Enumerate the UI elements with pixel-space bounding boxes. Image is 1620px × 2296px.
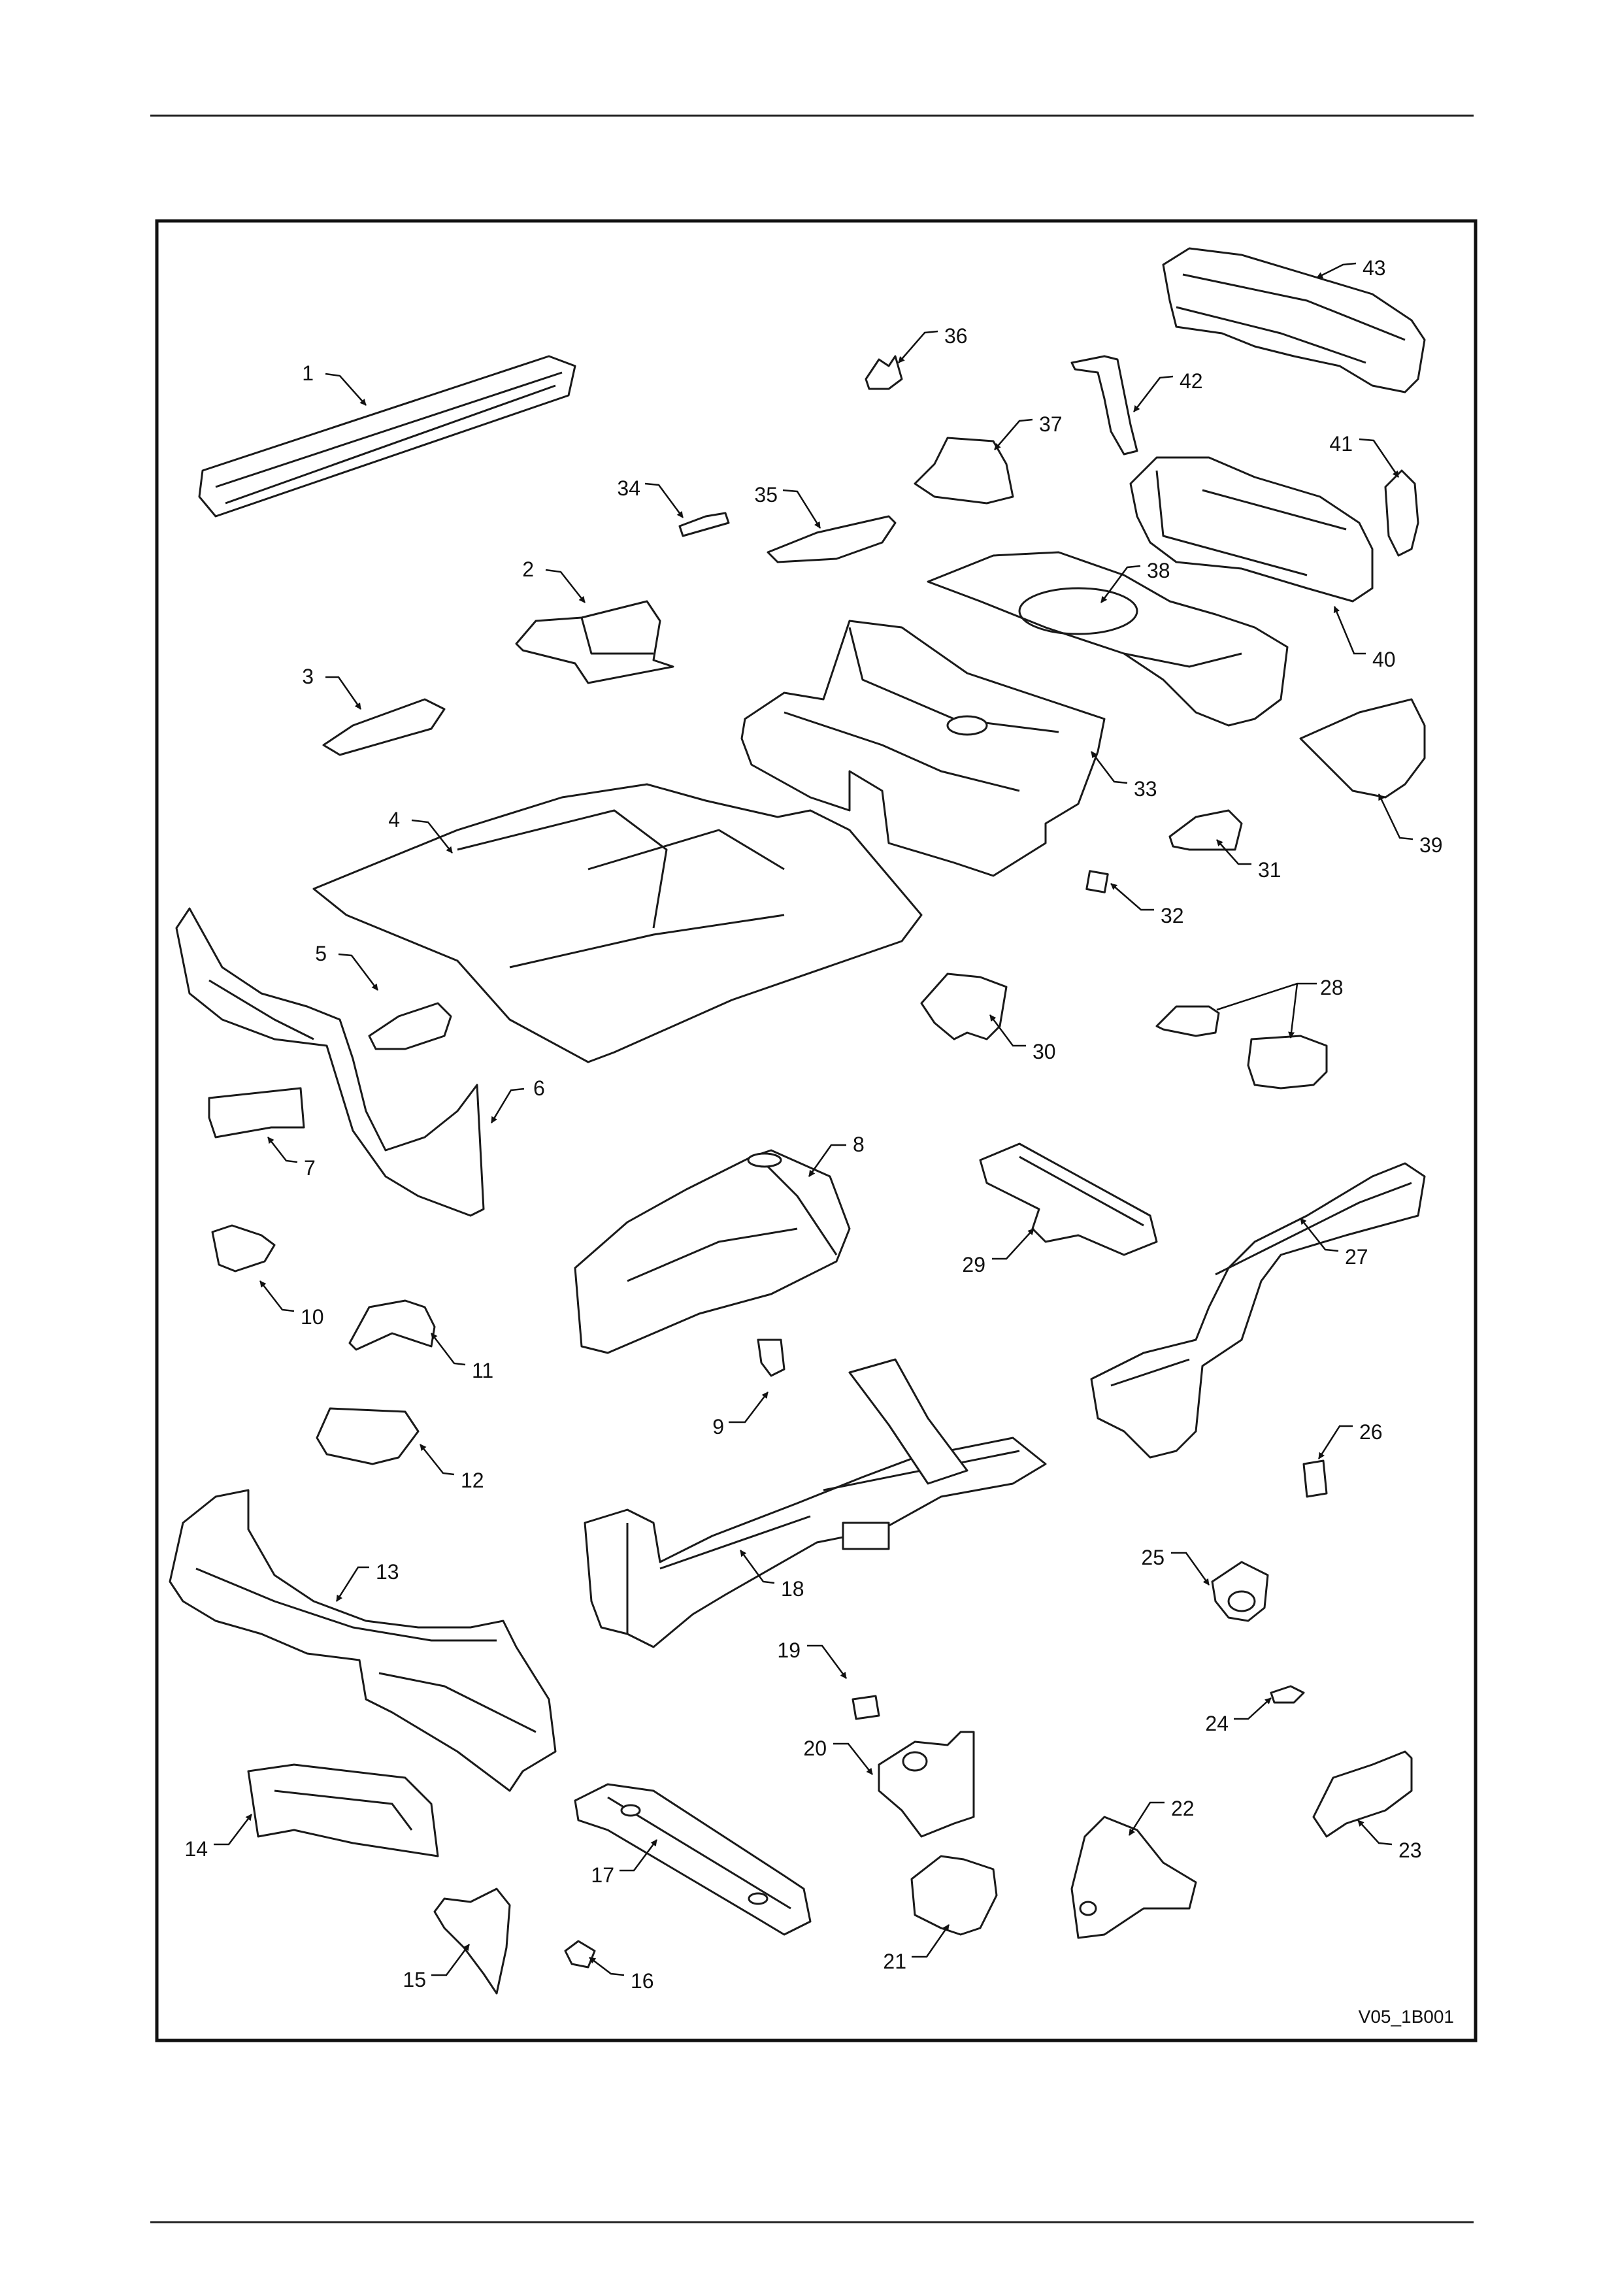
part-number-label: 27 [1345,1245,1368,1269]
part-number-label: 13 [376,1560,399,1584]
part-number-label: 35 [754,483,778,507]
part-number-label: 1 [302,361,314,385]
part-number-label: 14 [184,1837,208,1861]
part-26-shape [1304,1461,1327,1497]
part-number-label: 12 [461,1469,484,1492]
part-number-label: 32 [1161,904,1184,927]
part-number-label: 38 [1147,559,1170,582]
part-number-label: 31 [1258,858,1281,882]
part-number-label: 8 [853,1133,865,1156]
part-number-label: 28 [1320,976,1344,999]
part-number-label: 19 [777,1639,801,1662]
part-number-label: 18 [781,1577,804,1601]
part-number-label: 3 [302,665,314,688]
part-number-label: 17 [591,1863,614,1887]
part-number-label: 42 [1180,369,1203,393]
part-number-label: 5 [315,942,327,965]
part-number-label: 15 [403,1968,426,1991]
part-number-label: 11 [472,1359,493,1382]
part-number-label: 21 [883,1950,906,1973]
part-number-label: 41 [1329,432,1353,456]
part-number-label: 39 [1419,833,1443,857]
part-number-label: 22 [1171,1797,1195,1820]
part-number-label: 29 [962,1253,985,1276]
part-number-label: 4 [388,808,400,831]
part-number-label: 43 [1363,256,1386,280]
part-32-shape [1087,871,1108,892]
part-number-label: 6 [533,1076,545,1100]
part-number-label: 40 [1372,648,1396,671]
part-number-label: 34 [617,476,640,500]
part-number-label: 16 [631,1969,654,1993]
part-number-label: 24 [1205,1712,1229,1735]
part-number-label: 10 [301,1305,324,1329]
part-number-label: 9 [712,1415,724,1439]
part-number-label: 33 [1134,777,1157,801]
part-number-label: 7 [304,1156,316,1180]
diagram-reference-code: V05_1B001 [1359,2006,1454,2027]
part-number-label: 25 [1141,1546,1165,1569]
part-number-label: 37 [1039,412,1063,436]
part-number-label: 36 [944,324,968,348]
part-number-label: 2 [522,557,534,581]
part-number-label: 23 [1398,1838,1422,1862]
part-number-label: 30 [1033,1040,1056,1063]
part-number-label: 20 [803,1737,827,1760]
part-number-label: 26 [1359,1420,1383,1444]
part-19-shape [853,1696,879,1719]
